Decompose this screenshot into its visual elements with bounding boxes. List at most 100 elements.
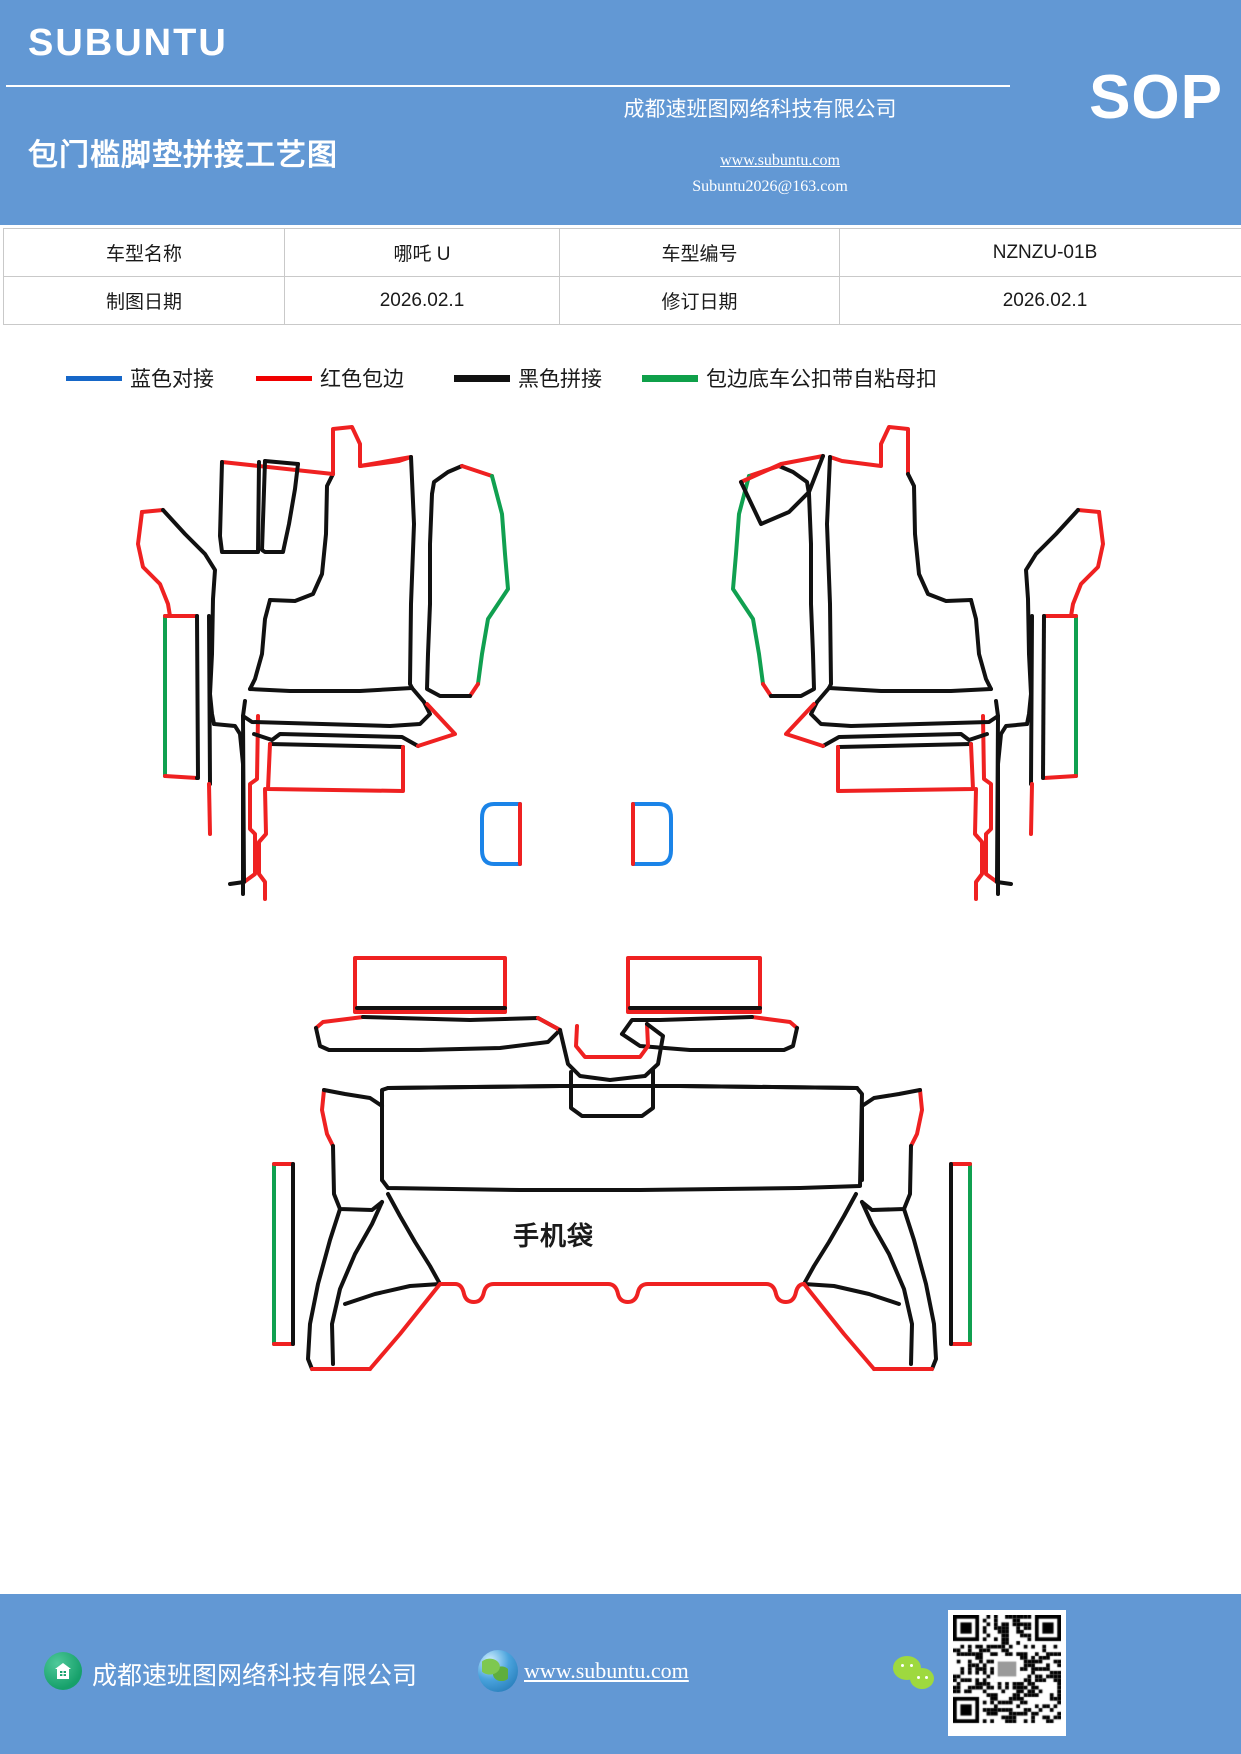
bottom-left-wing-mid-black [330, 1200, 384, 1366]
left-wing-black-lower [212, 722, 245, 896]
right-center-panel-red-top [828, 425, 910, 476]
right-sill-bar-lower [821, 732, 989, 748]
right-strip-outer-red [1029, 782, 1034, 836]
footer-website-link[interactable]: www.subuntu.com [524, 1658, 689, 1683]
cell-model-code-label: 车型编号 [559, 228, 840, 277]
right-rect-pad-red [836, 742, 975, 793]
phone-pocket-left-blue [480, 802, 522, 866]
bottom-left-wing-inner-black [386, 1192, 442, 1286]
right-center-panel-bottom [827, 686, 993, 693]
legend-label-blue: 蓝色对接 [130, 368, 214, 391]
phone-pocket-label: 手机袋 [513, 1221, 595, 1251]
phone-pocket-group [480, 802, 673, 866]
left-center-panel-black-right [408, 455, 416, 690]
page-title: 包门槛脚垫拼接工艺图 [28, 139, 338, 172]
cell-revise-date-value: 2026.02.1 [839, 276, 1241, 325]
right-green-strip-black-right [1041, 614, 1046, 780]
legend-item-black: 黑色拼接 [454, 363, 602, 393]
left-inner-red-edge [257, 787, 268, 901]
header-company-name: 成都速班图网络科技有限公司 [623, 98, 897, 121]
bottom-right-wing-outer-black [902, 1207, 938, 1371]
right-sill-bar-upper [809, 699, 1000, 728]
bottom-right-wing-inner2-black [802, 1282, 901, 1306]
rear-mat-left-shoulder-black [331, 1144, 384, 1212]
left-wing-red-top [140, 508, 165, 514]
legend-label-green: 包边底车公扣带自粘母扣 [706, 368, 937, 391]
page-footer: 成都速班图网络科技有限公司 www.subuntu.com [0, 1594, 1241, 1754]
left-lower-tongue-black [228, 714, 246, 886]
cell-revise-date-label: 修订日期 [559, 276, 840, 325]
left-center-panel-black-bottom-left [248, 598, 272, 691]
right-lower-tongue-red [981, 714, 999, 884]
right-center-panel-black-left [906, 472, 973, 603]
cell-draw-date-value: 2026.02.1 [284, 276, 560, 325]
left-sill-bar-lower-red [416, 702, 457, 748]
right-leaf-red-bottom [761, 682, 773, 698]
bottom-pad-left-red [353, 956, 507, 1014]
bottom-strip-left-black-top [361, 1015, 562, 1032]
right-connector-black [815, 686, 831, 704]
cell-model-name-value: 哪吒 U [284, 228, 560, 277]
legend: 蓝色对接 红色包边 黑色拼接 包边底车公扣带自粘母扣 [0, 358, 1241, 398]
right-strip-outer-black [1029, 614, 1034, 786]
right-green-strip-red-bot [1042, 774, 1078, 780]
center-hump-black-inner [569, 1068, 655, 1118]
wechat-bubble-small [910, 1668, 934, 1689]
left-center-panel-black-left [268, 472, 335, 603]
vehicle-info-table: 车型名称 哪吒 U 车型编号 NZNZU-01B 制图日期 2026.02.1 … [3, 228, 1241, 325]
legend-item-green: 包边底车公扣带自粘母扣 [642, 363, 937, 393]
right-sill-bar-lower-red [784, 702, 825, 748]
rear-mat-right-shoulder-red [909, 1088, 924, 1148]
left-center-panel-red-top-right [358, 455, 413, 468]
sop-badge: SOP [1089, 63, 1223, 132]
left-green-strip-red-bot [163, 774, 199, 780]
left-lower-tongue-red [242, 714, 260, 884]
cell-model-name-label: 车型名称 [3, 228, 285, 277]
legend-item-blue: 蓝色对接 [66, 363, 214, 393]
left-strip-outer-red [207, 782, 212, 836]
rear-mat-left-shoulder-black-top [322, 1088, 384, 1108]
bottom-pad-right-red [626, 956, 762, 1014]
bottom-strip-left-black [314, 1026, 562, 1052]
left-sill-bar-lower [252, 732, 420, 748]
left-green-strip-black-right [195, 614, 200, 780]
header-email: Subuntu2026@163.com [692, 178, 848, 195]
left-leaf-red-bottom [468, 682, 480, 698]
right-leaf-green [731, 474, 765, 686]
legend-item-red: 红色包边 [256, 363, 404, 393]
left-center-panel-red-top [331, 425, 413, 476]
left-rect-pad-red [266, 742, 405, 793]
header-divider [6, 85, 1010, 87]
bottom-left-wing-outer-black [306, 1207, 342, 1371]
center-hump-black [558, 1022, 665, 1082]
qr-code-icon [948, 1610, 1066, 1736]
bottom-right-wing-red-diag [802, 1282, 876, 1371]
bottom-right-wing-inner-black [802, 1192, 858, 1286]
left-leaf-black-inner [425, 492, 472, 698]
left-subpanel-a-red [220, 460, 335, 476]
left-panel-group [136, 425, 510, 901]
table-row: 制图日期 2026.02.1 修订日期 2026.02.1 [3, 276, 1241, 325]
left-subpanel-b-top [263, 459, 300, 466]
right-wing-black-lower [996, 722, 1029, 896]
legend-label-black: 黑色拼接 [518, 368, 602, 391]
left-subpanel-b-black [260, 459, 300, 554]
bottom-left-wing-inner2-black [343, 1282, 442, 1306]
line-swatch-green-icon [642, 374, 698, 382]
header-website-link[interactable]: www.subuntu.com [720, 152, 840, 169]
globe-icon [478, 1650, 518, 1692]
left-center-panel-bottom [248, 686, 414, 693]
right-rect-pad-black [836, 742, 973, 749]
rear-mat-left-shoulder-red [320, 1088, 335, 1148]
bottom-strip-left-red-right [536, 1016, 562, 1032]
left-subpanel-a-black [218, 460, 261, 554]
bottom-strip-right-black-top [620, 1015, 754, 1036]
right-inner-red-edge [973, 787, 984, 901]
left-leaf-green [476, 474, 510, 686]
wechat-icon [893, 1656, 939, 1692]
rear-mat-right-shoulder-black [860, 1144, 913, 1212]
footer-company-name: 成都速班图网络科技有限公司 [92, 1662, 418, 1690]
table-row: 车型名称 哪吒 U 车型编号 NZNZU-01B [3, 228, 1241, 277]
cell-model-code-value: NZNZU-01B [839, 228, 1241, 277]
bottom-strip-right-black [620, 1026, 799, 1052]
